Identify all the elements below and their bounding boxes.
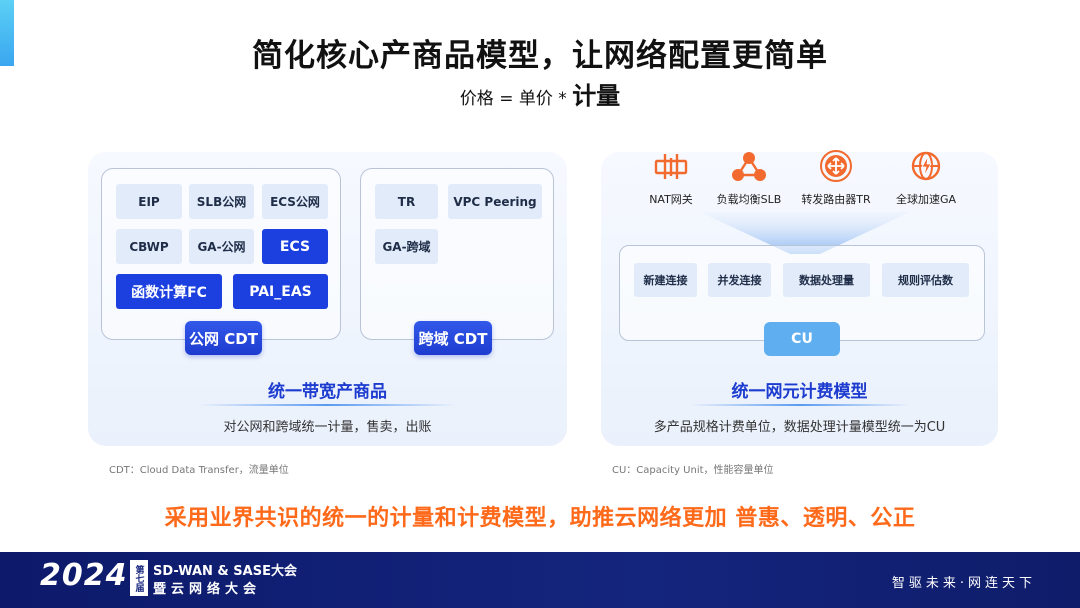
metric-rule-evaluations: 规则评估数 xyxy=(882,263,969,297)
edition-badge: 第七届 xyxy=(130,560,148,596)
unified-bandwidth-panel: EIP SLB公网 ECS公网 CBWP GA-公网 ECS 函数计算FC PA… xyxy=(88,152,567,446)
tile-ga-public: GA-公网 xyxy=(189,229,254,264)
funnel-arrow xyxy=(700,212,910,254)
tile-vpc-peering: VPC Peering xyxy=(448,184,542,219)
cu-footnote: CU：Capacity Unit，性能容量单位 xyxy=(612,465,774,476)
load-balancer-icon xyxy=(732,152,766,181)
tile-eip: EIP xyxy=(116,184,182,219)
tile-function-compute: 函数计算FC xyxy=(116,274,222,309)
left-panel-heading: 统一带宽产商品 xyxy=(268,382,387,402)
price-formula: 价格 = 单价 * 计量 xyxy=(0,76,1080,111)
metric-concurrent-connections: 并发连接 xyxy=(708,263,771,297)
product-label: 负载均衡SLB xyxy=(716,193,782,206)
tile-tr: TR xyxy=(375,184,438,219)
conference-subname: 暨云网络大会 xyxy=(153,582,262,597)
slogan: 采用业界共识的统一的计量和计费模型，助推云网络更加 普惠、透明、公正 xyxy=(164,506,916,531)
right-panel-description: 多产品规格计费单位，数据处理计量模型统一为CU xyxy=(653,420,946,435)
nat-gateway-icon xyxy=(654,154,688,179)
product-nat-gateway: NAT网关 xyxy=(626,150,716,207)
tile-cbwp: CBWP xyxy=(116,229,182,264)
product-global-accelerator: 全球加速GA xyxy=(881,150,971,207)
formula-emphasis: 计量 xyxy=(572,82,621,110)
product-transit-router: 转发路由器TR xyxy=(791,150,881,207)
metric-data-processed: 数据处理量 xyxy=(783,263,870,297)
cdt-footnote: CDT：Cloud Data Transfer，流量单位 xyxy=(109,465,289,476)
tile-ga-cross-region: GA-跨域 xyxy=(375,229,438,264)
public-cdt-group: EIP SLB公网 ECS公网 CBWP GA-公网 ECS 函数计算FC PA… xyxy=(101,168,341,340)
conference-year: 2024 xyxy=(40,558,128,593)
right-panel-divider xyxy=(690,404,910,406)
left-panel-description: 对公网和跨域统一计量，售卖，出账 xyxy=(223,420,432,435)
conference-name: SD-WAN & SASE大会 xyxy=(153,564,297,579)
product-load-balancer: 负载均衡SLB xyxy=(704,150,794,207)
cross-region-cdt-tag: 跨域 CDT xyxy=(414,321,492,355)
footer-banner: 2024 第七届 SD-WAN & SASE大会 暨云网络大会 智驱未来·网连天… xyxy=(0,552,1080,608)
cu-tag: CU xyxy=(764,322,840,356)
cross-region-cdt-group: TR VPC Peering GA-跨域 xyxy=(360,168,554,340)
product-label: 全球加速GA xyxy=(895,193,957,206)
product-label: NAT网关 xyxy=(649,193,693,206)
public-cdt-tag: 公网 CDT xyxy=(185,321,262,355)
formula-prefix: 价格 = 单价 * xyxy=(459,89,567,109)
right-panel-heading: 统一网元计费模型 xyxy=(731,382,868,402)
left-panel-divider xyxy=(198,404,457,406)
tile-slb-public: SLB公网 xyxy=(189,184,254,219)
footer-tagline: 智驱未来·网连天下 xyxy=(891,576,1036,591)
tile-pai-eas: PAI_EAS xyxy=(233,274,328,309)
product-label: 转发路由器TR xyxy=(801,193,871,206)
tile-ecs-public: ECS公网 xyxy=(262,184,328,219)
router-icon xyxy=(820,150,852,182)
metric-new-connections: 新建连接 xyxy=(634,263,697,297)
accent-bar xyxy=(0,0,14,66)
global-accelerator-icon xyxy=(911,151,941,181)
tile-ecs: ECS xyxy=(262,229,328,264)
slide-title: 简化核心产商品模型，让网络配置更简单 xyxy=(252,38,828,74)
